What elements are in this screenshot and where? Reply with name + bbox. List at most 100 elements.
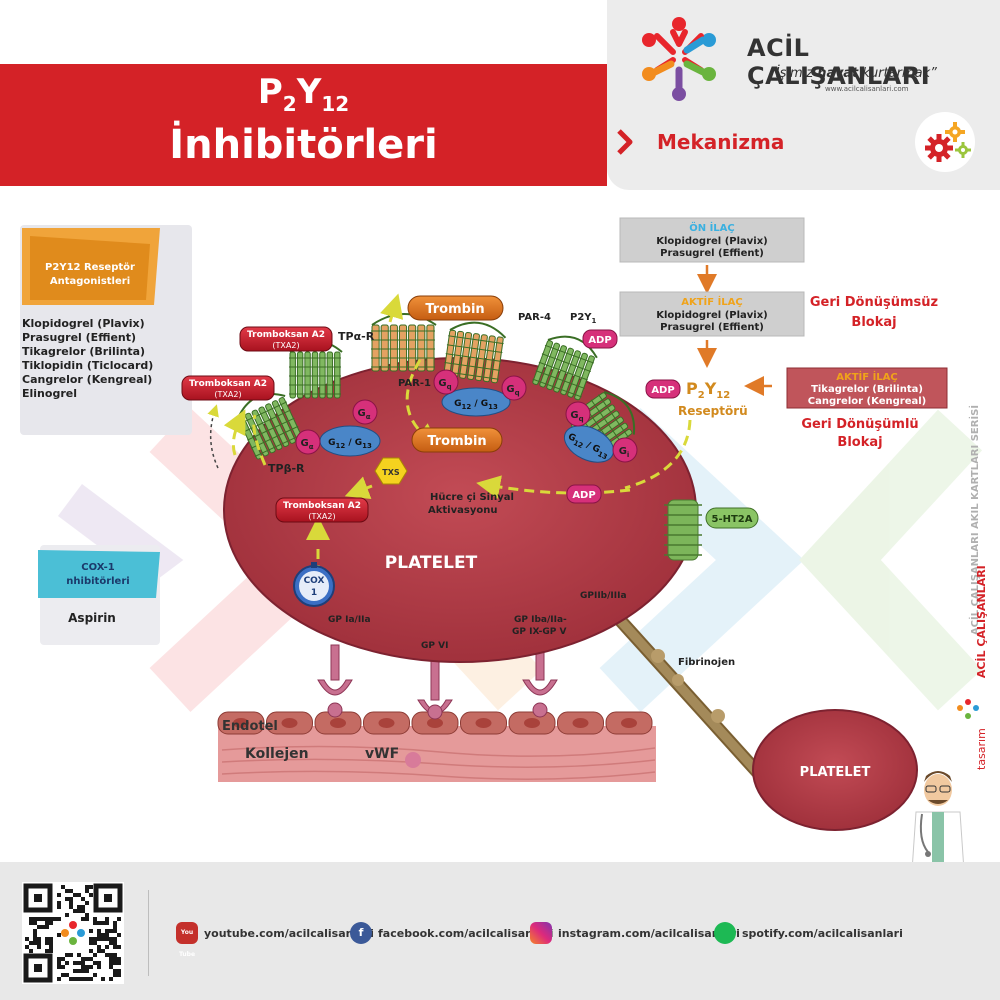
txs-enzyme [374,457,408,485]
instagram-url: instagram.com/acilcalisanlari [558,926,740,940]
g12-13-left-label: G12 / G13 [328,438,372,450]
ht2a-label: 5-HT2A [712,514,753,525]
g-alpha-left-label: Gα [300,438,313,451]
txa2-name-1: Tromboksan A2 [247,330,325,340]
endotel-label: Endotel [222,719,278,734]
prodrug-box [619,217,805,263]
adp-label-1: ADP [588,335,611,346]
antagonist-title-line2: Antagonistleri [50,276,130,287]
active2-line1: Tikagrelor (Brilinta) [811,384,923,395]
section-label: Mekanizma [657,130,785,154]
cell-nucleus [572,718,589,728]
page-title-line1: P2Y12 [257,72,350,116]
reversible-line1: Geri Dönüşümlü [801,417,918,432]
par1-label: PAR-1 [398,378,431,389]
platelet-label: PLATELET [385,553,478,573]
vwf-molecule [405,752,421,768]
doctor-illustration [912,771,964,862]
vwf-label: vWF [365,746,399,762]
brand-name: ACİL ÇALIŞANLARI [747,34,931,90]
cell-nucleus [281,718,298,728]
gp-vi-label: GP VI [421,641,448,651]
title-band: P2Y12 İnhibitörleri [0,64,607,186]
gi-right [612,437,638,463]
gp-ia-iia-label: GP Ia/IIa [328,615,371,625]
cox-drug: Aspirin [68,611,116,625]
spotify-link[interactable]: spotify.com/acilcalisanlari [714,922,903,944]
footer-divider [148,890,149,976]
g-alpha-right [352,399,378,425]
platelet-cell-2 [752,709,918,831]
g12-13-right-label: G12 / G13 [565,432,610,461]
instagram-icon [530,922,552,944]
instagram-link[interactable]: instagram.com/acilcalisanlari [530,922,740,944]
drug-item: Prasugrel (Effient) [22,331,136,344]
cell-nucleus [621,718,637,728]
txa2-name-2: Tromboksan A2 [189,379,267,389]
cox-title-box [38,550,160,598]
signal-line2: Aktivasyonu [428,505,497,516]
spotify-url: spotify.com/acilcalisanlari [742,926,903,940]
youtube-icon: You Tube [176,922,198,958]
qr-code-icon[interactable] [22,882,124,984]
p2y1-label: P2Y1 [570,312,597,325]
irreversible-line1: Geri Dönüşümsüz [810,295,938,310]
brand-panel: ACİL ÇALIŞANLARI “İşimiz hayat kurtarmak… [607,0,1000,190]
reversible-line2: Blokaj [837,435,882,450]
cox1-line2: 1 [311,588,317,598]
active-drug-box-2 [786,367,948,409]
facebook-icon: f [350,922,372,944]
fibrinojen-label: Fibrinojen [678,657,735,668]
drug-item: Tiklopidin (Ticlocard) [22,359,153,372]
design-vertical-text: tasarımACİL ÇALIŞANLARI [974,565,988,770]
adp-badge-2 [645,379,681,399]
active2-title: AKTİF İLAÇ [836,369,898,383]
active-drug-box [619,291,805,337]
irreversible-line2: Blokaj [851,315,896,330]
platelet-label-2: PLATELET [800,765,871,780]
cell-nucleus [475,718,492,728]
cell-nucleus [330,718,346,728]
series-vertical-text: ACİL ÇALIŞANLARI AKIL KARTLARI SERİSİ [967,405,981,635]
g12-13-center-label: G12 / G13 [454,399,498,411]
youtube-url: youtube.com/acilcalisanlari [204,926,374,940]
cell-nucleus [378,718,395,728]
trombin-inner-label: Trombin [427,434,486,449]
gi-right-label: Gi [619,446,630,459]
prodrug-line1: Klopidogrel (Plavix) [656,236,767,247]
adhesion-receptors [317,644,558,720]
active2-line2: Cangrelor (Kengreal) [808,396,926,407]
gp-iib-iiia-label: GPIIb/IIIa [580,591,627,601]
cell-nucleus [233,718,249,728]
drug-item: Cangrelor (Kengreal) [22,373,152,386]
trombin-top-label: Trombin [425,302,484,317]
active-title: AKTİF İLAÇ [681,294,743,308]
drug-item: Klopidogrel (Plavix) [22,317,145,330]
footer: You Tube youtube.com/acilcalisanlari f f… [0,862,1000,1000]
facebook-link[interactable]: f facebook.com/acilcalisanlari [350,922,553,944]
gq-right-label: Gq [570,410,583,423]
active-line2: Prasugrel (Effient) [660,322,764,333]
gpcr-receptor [532,335,598,401]
txa2-badge-1 [239,326,333,352]
ht2a-receptor [664,499,702,561]
txa2-abbr-2: (TXA2) [214,390,241,399]
design-logo-icon [957,699,979,719]
gpcr-receptor [371,313,437,372]
kollejen-label: Kollejen [245,746,309,762]
cox-title-line2: nhibitörleri [66,576,129,587]
gpcr-receptor [443,321,507,384]
youtube-link[interactable]: You Tube youtube.com/acilcalisanlari [176,922,374,958]
spotify-icon [714,922,736,944]
par4-label: PAR-4 [518,312,551,323]
ht2a-badge [705,507,759,529]
page-title-line2: İnhibitörleri [169,122,438,168]
txa2-abbr-3: (TXA2) [308,512,335,521]
tpb-r-label: TPβ-R [268,462,305,475]
signal-line1: Hücre çi Sinyal [430,492,514,503]
g-alpha-right-label: Gα [357,408,370,421]
chevron-right-icon [617,129,633,155]
adp-badge-1 [582,329,618,349]
cox1-line1: COX [304,576,325,586]
